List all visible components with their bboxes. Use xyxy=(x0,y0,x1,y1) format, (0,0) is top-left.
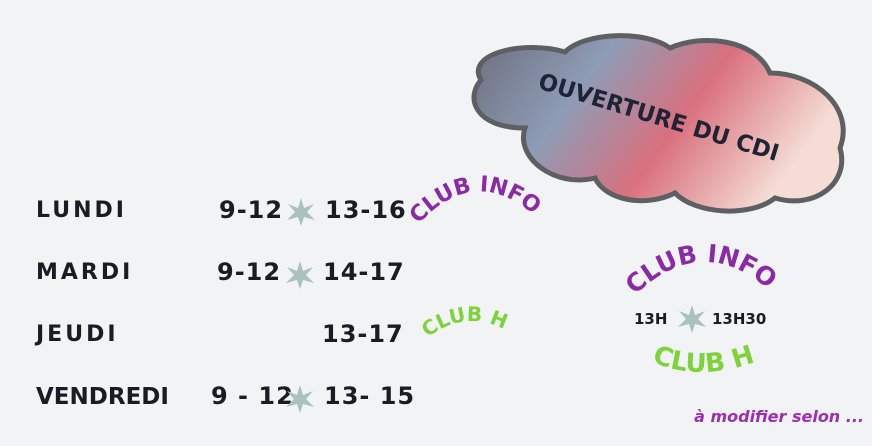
time-morning: 9-12 xyxy=(217,258,282,286)
star-icon xyxy=(286,261,314,289)
cloud-banner: OUVERTURE DU CDI xyxy=(471,33,846,214)
footnote: à modifier selon ... xyxy=(694,407,864,426)
star-icon xyxy=(286,385,314,413)
day-label: MARDI xyxy=(36,260,134,285)
day-label: JEUDI xyxy=(36,322,119,347)
club-start-time: 13H xyxy=(634,310,668,328)
club-info-label: CLUB INFO xyxy=(405,172,545,228)
time-afternoon: 13-17 xyxy=(322,320,404,348)
time-morning: 9-12 xyxy=(219,196,284,224)
star-icon xyxy=(678,305,706,333)
svg-text:CLUB H: CLUB H xyxy=(649,340,757,379)
club-end-time: 13H30 xyxy=(712,310,767,328)
svg-text:CLUB INFO: CLUB INFO xyxy=(405,172,545,228)
club-h-label: CLUB H xyxy=(420,302,511,342)
time-afternoon: 14-17 xyxy=(323,258,405,286)
day-label: LUNDI xyxy=(36,198,127,223)
cloud-shape xyxy=(471,33,846,214)
time-afternoon: 13- 15 xyxy=(324,382,416,410)
star-icon xyxy=(287,198,315,226)
club-h-arc: CLUB H xyxy=(649,340,757,379)
svg-text:CLUB INFO: CLUB INFO xyxy=(620,239,783,300)
time-morning: 9 - 12 xyxy=(211,382,294,410)
day-label: VENDREDI xyxy=(36,384,169,410)
club-info-arc: CLUB INFO xyxy=(620,239,783,300)
svg-text:CLUB H: CLUB H xyxy=(420,302,511,342)
time-afternoon: 13-16 xyxy=(325,196,407,224)
